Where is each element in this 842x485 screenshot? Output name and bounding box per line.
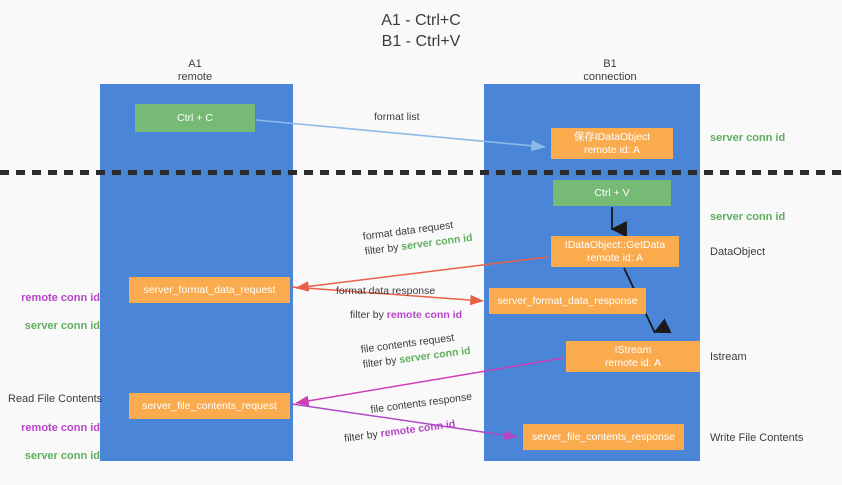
- annotation-conn-ids-format: remote conn id server conn id: [8, 277, 100, 347]
- edge-label-format-data-response: format data response filter by remote co…: [336, 284, 462, 323]
- node-istream[interactable]: IStream remote id: A: [566, 341, 700, 372]
- lane-header-a1: A1 remote: [177, 58, 213, 83]
- filter-key-remote-conn-id: remote conn id: [379, 418, 457, 440]
- node-ctrl-v[interactable]: Ctrl + V: [553, 180, 671, 206]
- node-idataobject[interactable]: 保存IDataObject remote id: A: [551, 128, 673, 159]
- edge-label-format-data-request: format data request filter by server con…: [362, 216, 474, 260]
- filter-prefix: filter by: [350, 309, 387, 321]
- edge-label-file-contents-response-text: file contents response: [369, 390, 473, 416]
- node-server-format-data-request[interactable]: server_format_data_request: [129, 277, 290, 303]
- node-server-file-contents-request[interactable]: server_file_contents_request: [129, 393, 290, 419]
- annotation-server-conn-id-2: server conn id: [24, 450, 100, 462]
- annotation-conn-ids-file: remote conn id server conn id: [8, 407, 100, 477]
- annotation-server-conn-id-mid: server conn id: [710, 211, 786, 223]
- annotation-remote-conn-id-2: remote conn id: [21, 422, 100, 434]
- annotation-istream: Istream: [710, 351, 747, 363]
- node-idataobject-getdata[interactable]: IDataObject::GetData remote id: A: [551, 236, 679, 267]
- diagram-title: A1 - Ctrl+C B1 - Ctrl+V: [381, 12, 461, 50]
- node-server-format-data-response[interactable]: server_format_data_response: [489, 288, 646, 314]
- filter-prefix: filter by: [364, 241, 403, 258]
- lane-header-b1: B1 connection: [583, 58, 637, 83]
- dashed-separator: [0, 170, 842, 175]
- edge-label-format-list: format list: [374, 110, 420, 125]
- edge-label-file-contents-request: file contents request filter by server c…: [360, 329, 472, 373]
- edge-label-file-contents-response: file contents response filter by remote …: [340, 390, 476, 447]
- node-server-file-contents-response[interactable]: server_file_contents_response: [523, 424, 684, 450]
- annotation-remote-conn-id-1: remote conn id: [21, 292, 100, 304]
- annotation-dataobject: DataObject: [710, 246, 766, 258]
- annotation-read-file-contents: Read File Contents: [8, 393, 103, 405]
- edge-label-file-contents-response-filter: filter by remote conn id: [343, 415, 476, 447]
- node-ctrl-c[interactable]: Ctrl + C: [135, 104, 255, 132]
- annotation-server-conn-id-1: server conn id: [24, 320, 100, 332]
- edge-label-format-data-response-filter: filter by remote conn id: [350, 308, 462, 323]
- edge-label-format-data-response-text: format data response: [336, 285, 436, 297]
- filter-key-remote-conn-id: remote conn id: [386, 309, 463, 321]
- annotation-write-file-contents: Write File Contents: [710, 432, 804, 444]
- filter-prefix: filter by: [362, 354, 401, 371]
- edge-label-format-list-text: format list: [374, 111, 420, 123]
- filter-prefix: filter by: [343, 427, 382, 445]
- annotation-server-conn-id-top: server conn id: [710, 132, 786, 144]
